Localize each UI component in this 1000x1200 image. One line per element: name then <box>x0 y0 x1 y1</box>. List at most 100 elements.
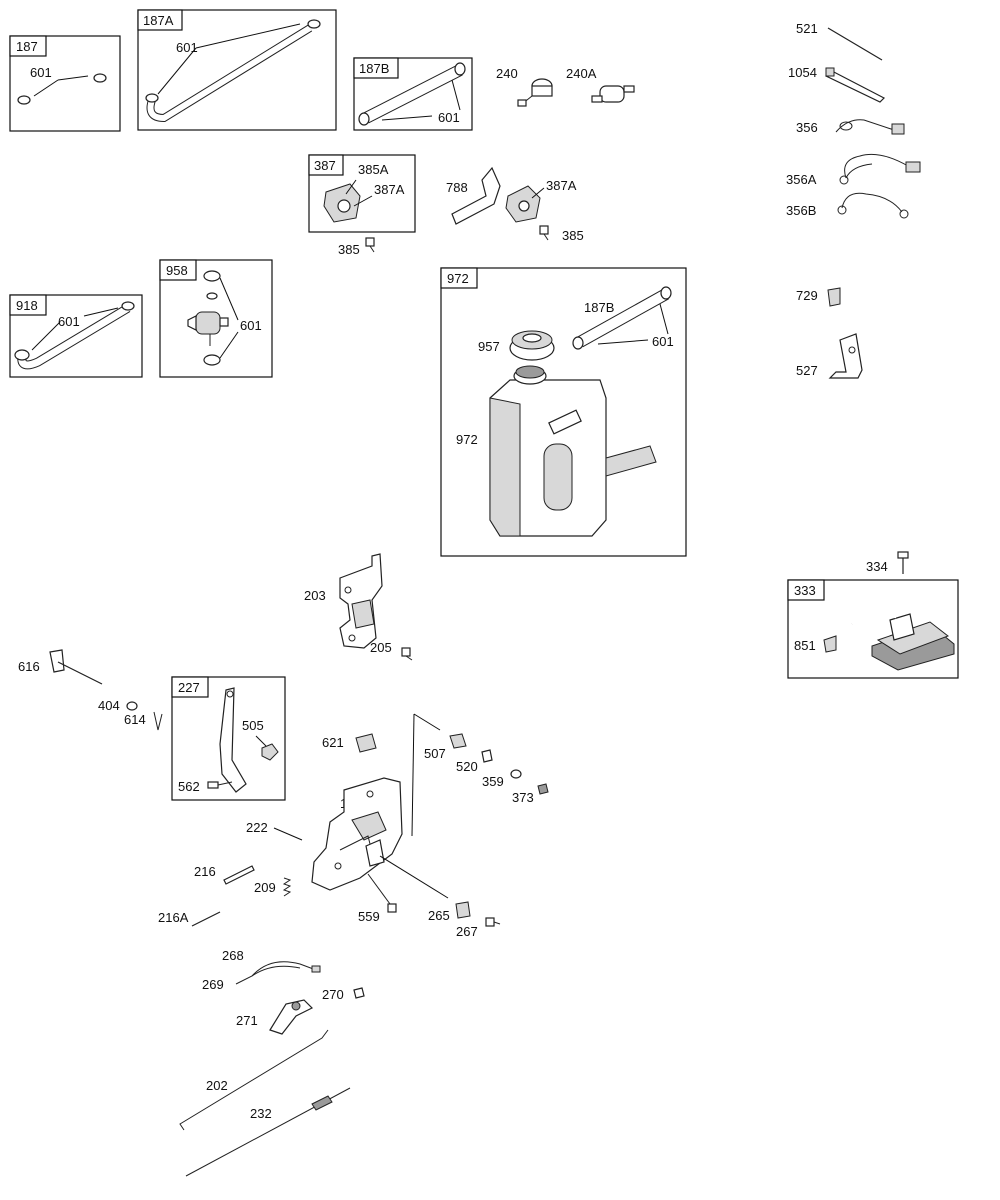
label-562: 562 <box>178 779 200 794</box>
label-507: 507 <box>424 746 446 761</box>
label-216: 216 <box>194 864 216 879</box>
label-505: 505 <box>242 718 264 733</box>
pin-614: 614 <box>124 711 163 731</box>
clip-621: 621 <box>322 733 377 753</box>
screw-267: 267 <box>456 917 501 939</box>
label-559: 559 <box>358 909 380 924</box>
screw-385-left: 385 <box>338 237 375 257</box>
box-label-918: 918 <box>16 298 38 313</box>
label-240: 240 <box>496 66 518 81</box>
ignition-coil-333 <box>850 593 955 671</box>
kit-box-187: 187 601 <box>9 35 121 132</box>
fuel-filter-240: 240 <box>496 66 553 107</box>
label-205: 205 <box>370 640 392 655</box>
label-268: 268 <box>222 948 244 963</box>
label-203: 203 <box>304 588 326 603</box>
label-385: 385 <box>338 242 360 257</box>
tie-1054: 1054 <box>788 65 886 103</box>
label-334: 334 <box>866 559 888 574</box>
nut-270: 270 <box>322 987 365 1002</box>
nut-507: 507 <box>424 733 467 761</box>
wire-521: 521 <box>796 21 883 61</box>
label-387a: 387A <box>546 178 577 193</box>
bracket-788: 788 <box>446 166 501 225</box>
nut-373: 373 <box>512 783 549 805</box>
clip-729: 729 <box>796 287 841 307</box>
label-972: 972 <box>456 432 478 447</box>
ground-wire-356b: 356B <box>786 192 909 219</box>
kit-box-187b: 187B 601 <box>353 57 473 131</box>
screw-205: 205 <box>370 640 413 661</box>
label-385: 385 <box>562 228 584 243</box>
label-271: 271 <box>236 1013 258 1028</box>
label-521: 521 <box>796 21 818 36</box>
label-267: 267 <box>456 924 478 939</box>
box-label-227: 227 <box>178 680 200 695</box>
label-601: 601 <box>176 40 198 55</box>
label-520: 520 <box>456 759 478 774</box>
screw-385-right: 385 <box>539 225 584 243</box>
label-621: 621 <box>322 735 344 750</box>
label-387a: 387A <box>374 182 405 197</box>
label-356: 356 <box>796 120 818 135</box>
nut-265: 265 <box>428 901 471 923</box>
label-373: 373 <box>512 790 534 805</box>
label-601: 601 <box>438 110 460 125</box>
label-240a: 240A <box>566 66 597 81</box>
ground-wire-356: 356 <box>796 119 905 135</box>
label-601: 601 <box>30 65 52 80</box>
bracket-527: 527 <box>796 333 863 379</box>
label-601: 601 <box>240 318 262 333</box>
ground-wire-356a: 356A <box>786 153 921 187</box>
label-187b: 187B <box>584 300 614 315</box>
label-270: 270 <box>322 987 344 1002</box>
kit-box-227: 227 505 562 <box>171 676 286 801</box>
control-bracket-222: 188 222 <box>246 777 403 891</box>
label-614: 614 <box>124 712 146 727</box>
label-222: 222 <box>246 820 268 835</box>
label-209: 209 <box>254 880 276 895</box>
cable-268: 268 269 <box>202 948 321 992</box>
link-216a: 216A <box>158 910 221 927</box>
link-216: 216 <box>194 864 255 885</box>
kit-box-972: 972 187B 601 957 972 <box>440 267 687 557</box>
label-232: 232 <box>250 1106 272 1121</box>
label-527: 527 <box>796 363 818 378</box>
label-202: 202 <box>206 1078 228 1093</box>
kit-box-387: 387 385A 387A <box>308 154 416 233</box>
label-356a: 356A <box>786 172 817 187</box>
label-385a: 385A <box>358 162 389 177</box>
box-label-187b: 187B <box>359 61 389 76</box>
label-265: 265 <box>428 908 450 923</box>
label-957: 957 <box>478 339 500 354</box>
box-label-387: 387 <box>314 158 336 173</box>
kit-box-958: 958 601 <box>159 259 273 378</box>
box-label-187a: 187A <box>143 13 174 28</box>
fuel-cap-957 <box>509 330 555 361</box>
kit-box-918: 918 601 <box>9 294 143 378</box>
bracket-203: 203 <box>304 553 383 649</box>
clip-520: 520 <box>456 749 493 774</box>
kit-box-187a: 187A 601 <box>137 9 337 131</box>
box-label-333: 333 <box>794 583 816 598</box>
label-601: 601 <box>58 314 80 329</box>
cable-232: 232 <box>185 1087 351 1177</box>
pump-387a: 387A <box>505 178 577 223</box>
label-404: 404 <box>98 698 120 713</box>
fuel-tank-972 <box>489 365 657 537</box>
label-729: 729 <box>796 288 818 303</box>
label-616: 616 <box>18 659 40 674</box>
screw-334: 334 <box>866 551 909 574</box>
label-356b: 356B <box>786 203 816 218</box>
label-601: 601 <box>652 334 674 349</box>
label-359: 359 <box>482 774 504 789</box>
label-788: 788 <box>446 180 468 195</box>
rod-202: 202 <box>179 1029 329 1131</box>
lever-271: 271 <box>236 999 314 1035</box>
fuel-filter-240a: 240A <box>566 66 635 103</box>
spring-209: 209 <box>254 877 292 897</box>
box-label-958: 958 <box>166 263 188 278</box>
washer-404: 404 <box>98 698 138 713</box>
shaft-616: 616 <box>18 649 103 685</box>
